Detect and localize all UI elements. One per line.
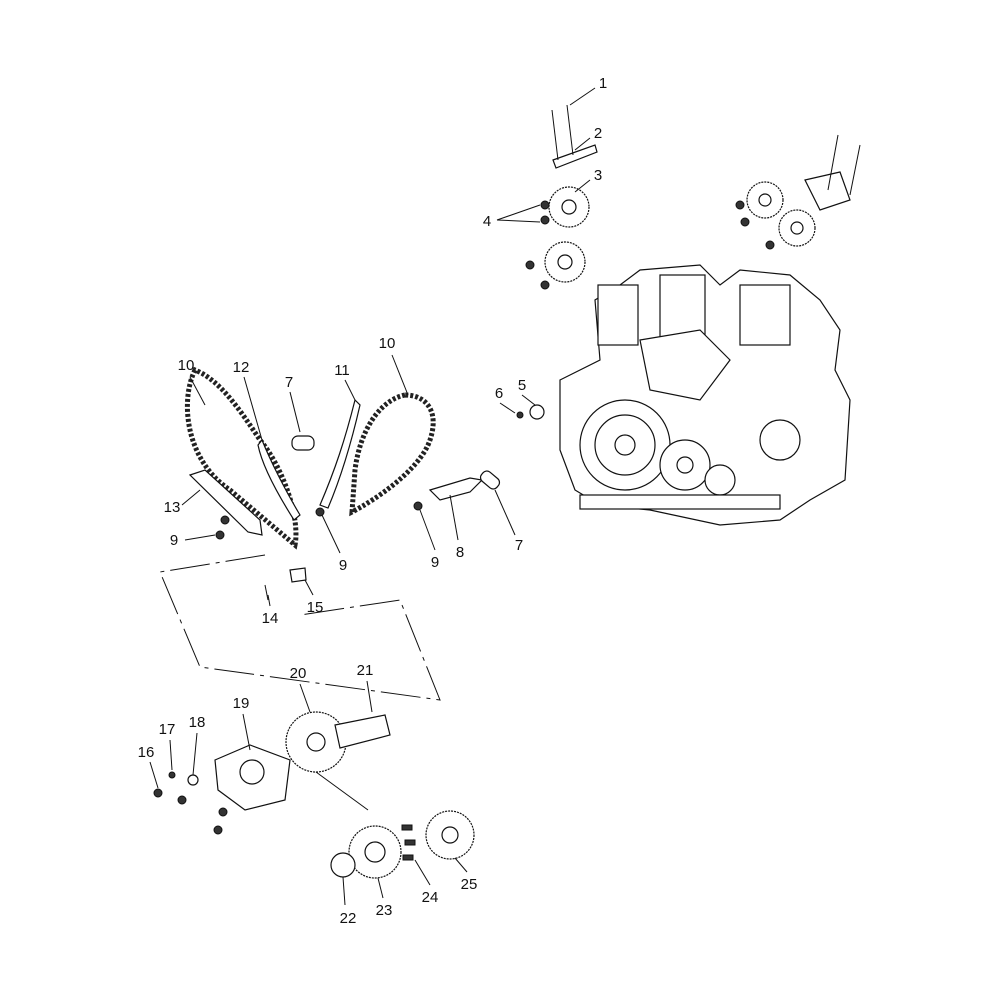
callout-12: 12 [233,359,250,376]
callout-22: 22 [340,910,357,927]
lower-gears [153,711,475,879]
callout-16: 16 [138,744,155,761]
callout-2: 2 [594,125,602,142]
leader-lines [149,87,596,906]
callout-9c: 9 [431,554,439,571]
cam-sprockets [525,104,861,290]
callout-14: 14 [262,610,279,627]
callout-4: 4 [483,213,491,230]
callout-labels: 1 2 3 4 5 6 7 7 8 9 9 9 10 10 11 12 13 1… [138,75,608,927]
callout-21: 21 [357,662,374,679]
callout-24: 24 [422,889,439,906]
callout-13: 13 [164,499,181,516]
callout-10b: 10 [379,335,396,352]
callout-1: 1 [599,75,607,92]
callout-9a: 9 [170,532,178,549]
callout-25: 25 [461,876,478,893]
callout-7a: 7 [285,374,293,391]
callout-17: 17 [159,721,176,738]
callout-11: 11 [334,362,350,379]
callout-18: 18 [189,714,206,731]
callout-9b: 9 [339,557,347,574]
callout-7b: 7 [515,537,523,554]
group-outline [159,554,441,701]
callout-6: 6 [495,385,503,402]
callout-5: 5 [518,377,526,394]
callout-19: 19 [233,695,250,712]
callout-15: 15 [307,599,324,616]
callout-10a: 10 [178,357,195,374]
callout-23: 23 [376,902,393,919]
timing-chains [184,366,545,601]
engine-assembly [559,264,851,526]
callout-8: 8 [456,544,464,561]
callout-20: 20 [290,665,307,682]
callout-3: 3 [594,167,602,184]
